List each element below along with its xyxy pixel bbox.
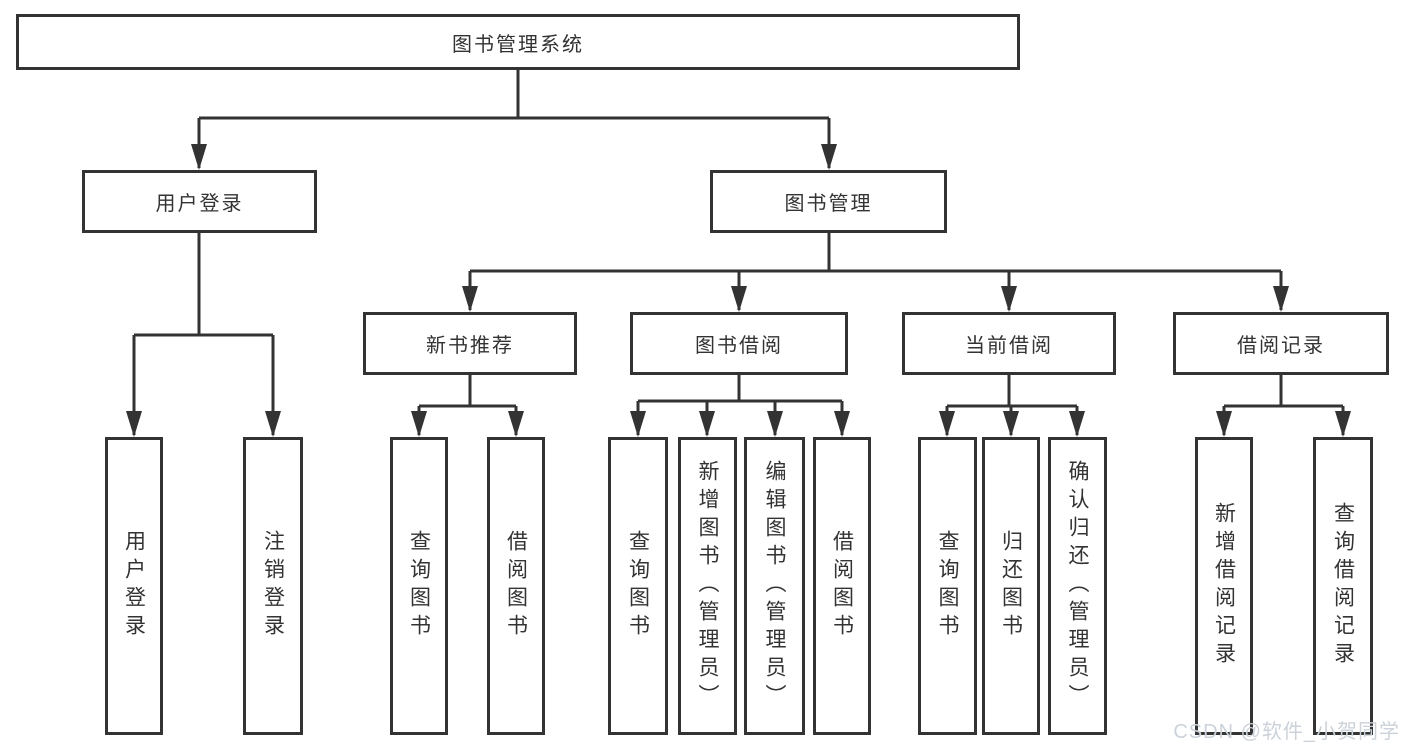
leaf-add-borrow-record: 新增借阅记录	[1195, 437, 1253, 735]
leaf-current-query-books-label: 查询图书	[936, 530, 959, 642]
arrowheads-bookborrow-leaves	[630, 411, 850, 437]
arrowheads-newbooks-leaves	[411, 411, 524, 437]
arrowheads-userlogin-leaves	[126, 411, 281, 437]
edge-userlogin-to-leaves	[132, 233, 275, 435]
leaf-logout-label: 注销登录	[261, 530, 285, 642]
leaf-query-borrow-record: 查询借阅记录	[1313, 437, 1373, 735]
node-borrowing-records-label: 借阅记录	[1237, 335, 1325, 357]
leaf-edit-books-admin: 编辑图书（管理员）	[744, 437, 805, 735]
node-user-login-module: 用户登录	[82, 170, 317, 233]
node-user-login-label: 用户登录	[155, 193, 244, 215]
csdn-watermark: CSDN @软件_小贺同学	[1173, 721, 1400, 743]
edge-borrowrecords-to-leaves	[1222, 375, 1345, 435]
arrowheads-level2	[191, 144, 837, 170]
leaf-query-borrow-record-label: 查询借阅记录	[1331, 502, 1355, 670]
leaf-edit-books-admin-label: 编辑图书（管理员）	[763, 460, 786, 712]
leaf-borrowing-borrow-books: 借阅图书	[813, 437, 871, 735]
leaf-current-query-books: 查询图书	[918, 437, 977, 735]
arrowheads-borrowrecords-leaves	[1216, 411, 1351, 437]
arrowheads-level3	[462, 286, 1289, 312]
edge-bookborrow-to-leaves	[636, 375, 844, 435]
node-book-borrowing-label: 图书借阅	[695, 335, 783, 357]
node-book-borrowing: 图书借阅	[630, 312, 848, 375]
node-current-borrowing: 当前借阅	[902, 312, 1116, 375]
edge-bookmgmt-to-level3	[468, 233, 1283, 310]
leaf-newbooks-query-books-label: 查询图书	[407, 530, 431, 642]
leaf-newbooks-borrow-books: 借阅图书	[487, 437, 545, 735]
leaf-borrowing-borrow-books-label: 借阅图书	[830, 530, 854, 642]
edge-root-to-level2	[197, 70, 831, 168]
leaf-newbooks-query-books: 查询图书	[390, 437, 448, 735]
leaf-borrowing-query-books: 查询图书	[608, 437, 668, 735]
leaf-logout: 注销登录	[243, 437, 303, 735]
node-new-book-recommend-label: 新书推荐	[426, 335, 514, 357]
leaf-user-login-label: 用户登录	[122, 530, 146, 642]
node-borrowing-records: 借阅记录	[1173, 312, 1389, 375]
leaf-user-login: 用户登录	[105, 437, 163, 735]
leaf-add-books-admin: 新增图书（管理员）	[678, 437, 737, 735]
node-current-borrowing-label: 当前借阅	[965, 335, 1053, 357]
leaf-return-books: 归还图书	[982, 437, 1040, 735]
node-book-management-label: 图书管理	[784, 193, 873, 215]
node-root-label: 图书管理系统	[452, 33, 584, 56]
leaf-confirm-return-admin: 确认归还（管理员）	[1048, 437, 1107, 735]
edge-newbooks-to-leaves	[417, 375, 518, 435]
leaf-confirm-return-admin-label: 确认归还（管理员）	[1066, 460, 1089, 712]
node-book-management-module: 图书管理	[710, 170, 947, 233]
node-root-library-system: 图书管理系统	[16, 14, 1020, 70]
node-new-book-recommend: 新书推荐	[363, 312, 577, 375]
leaf-borrowing-query-books-label: 查询图书	[626, 530, 650, 642]
leaf-add-borrow-record-label: 新增借阅记录	[1212, 502, 1236, 670]
leaf-add-books-admin-label: 新增图书（管理员）	[696, 460, 719, 712]
arrowheads-currentborrow-leaves	[939, 411, 1085, 437]
leaf-newbooks-borrow-books-label: 借阅图书	[504, 530, 528, 642]
leaf-return-books-label: 归还图书	[999, 530, 1023, 642]
